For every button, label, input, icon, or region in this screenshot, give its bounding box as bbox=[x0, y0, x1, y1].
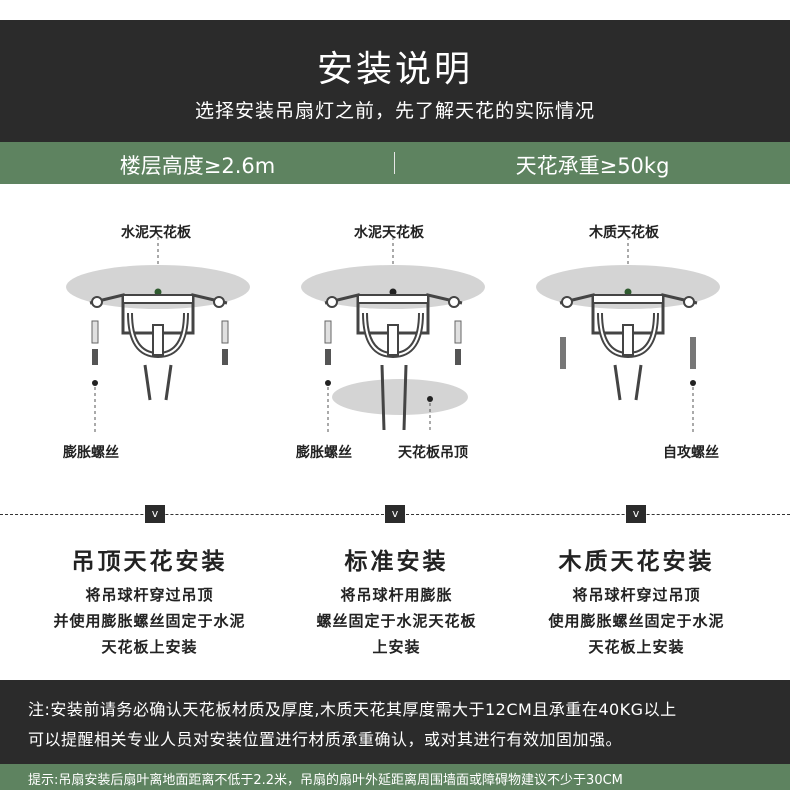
method-line: 螺丝固定于水泥天花板 bbox=[316, 612, 477, 630]
diagram-suspended-ceiling: 水泥天花板 膨胀螺丝 bbox=[35, 215, 285, 475]
requirements-bar: 楼层高度≥2.6m 天花承重≥50kg bbox=[0, 142, 790, 184]
screw-label: 膨胀螺丝 bbox=[63, 445, 119, 461]
method-line: 并使用膨胀螺丝固定于水泥 bbox=[53, 612, 246, 630]
ceiling-load-requirement: 天花承重≥50kg bbox=[515, 154, 670, 178]
tip-text: 提示:吊扇安装后扇叶离地面距离不低于2.2米，吊扇的扇叶外延距离周围墙面或障碍物… bbox=[28, 773, 623, 788]
tip-bar: 提示:吊扇安装后扇叶离地面距离不低于2.2米，吊扇的扇叶外延距离周围墙面或障碍物… bbox=[0, 764, 790, 790]
ceiling-label: 水泥天花板 bbox=[354, 225, 424, 241]
step-marker: v bbox=[145, 505, 165, 523]
diagram-standard: 水泥天花板 膨胀螺丝 天花板吊顶 bbox=[270, 215, 520, 475]
note-line-2: 可以提醒相关专业人员对安装位置进行材质承重确认，或对其进行有效加固加强。 bbox=[28, 730, 623, 749]
method-line: 使用膨胀螺丝固定于水泥 bbox=[548, 612, 725, 630]
note-panel: 注:安装前请务必确认天花板材质及厚度,木质天花其厚度需大于12CM且承重在40K… bbox=[0, 680, 790, 764]
method-line: 将吊球杆穿过吊顶 bbox=[85, 586, 214, 604]
method-title: 木质天花安装 bbox=[558, 549, 715, 575]
page-subtitle: 选择安装吊扇灯之前，先了解天花的实际情况 bbox=[194, 100, 595, 122]
method-line: 将吊球杆穿过吊顶 bbox=[572, 586, 701, 604]
method-line: 天花板上安装 bbox=[101, 638, 198, 656]
bottom-margin bbox=[0, 790, 790, 806]
method-title: 吊顶天花安装 bbox=[71, 549, 228, 575]
method-standard: 标准安装 将吊球杆用膨胀 螺丝固定于水泥天花板 上安装 bbox=[265, 542, 528, 660]
mount-bracket-illustration bbox=[536, 237, 720, 433]
diagram-wood-ceiling: 木质天花板 自攻螺丝 bbox=[505, 215, 755, 475]
method-line: 天花板上安装 bbox=[588, 638, 685, 656]
screw-label: 膨胀螺丝 bbox=[296, 445, 352, 461]
ceiling-label: 木质天花板 bbox=[589, 225, 659, 241]
header-banner: 安装说明 选择安装吊扇灯之前，先了解天花的实际情况 bbox=[0, 20, 790, 142]
page-title: 安装说明 bbox=[316, 49, 473, 90]
note-line-1: 注:安装前请务必确认天花板材质及厚度,木质天花其厚度需大于12CM且承重在40K… bbox=[28, 700, 677, 719]
top-margin bbox=[0, 0, 790, 20]
method-title: 标准安装 bbox=[344, 549, 449, 575]
floor-height-requirement: 楼层高度≥2.6m bbox=[119, 154, 276, 178]
method-line: 将吊球杆用膨胀 bbox=[340, 586, 453, 604]
method-line: 上安装 bbox=[372, 638, 421, 656]
method-wood: 木质天花安装 将吊球杆穿过吊顶 使用膨胀螺丝固定于水泥 天花板上安装 bbox=[505, 542, 768, 660]
step-marker: v bbox=[626, 505, 646, 523]
method-suspended: 吊顶天花安装 将吊球杆穿过吊顶 并使用膨胀螺丝固定于水泥 天花板上安装 bbox=[18, 542, 281, 660]
requirements-divider bbox=[394, 152, 395, 174]
ceiling-label: 水泥天花板 bbox=[121, 225, 191, 241]
mount-bracket-illustration bbox=[66, 237, 250, 433]
mount-bracket-illustration bbox=[301, 237, 485, 433]
suspended-ceiling-label: 天花板吊顶 bbox=[398, 445, 468, 461]
step-marker: v bbox=[385, 505, 405, 523]
screw-label: 自攻螺丝 bbox=[663, 445, 719, 461]
